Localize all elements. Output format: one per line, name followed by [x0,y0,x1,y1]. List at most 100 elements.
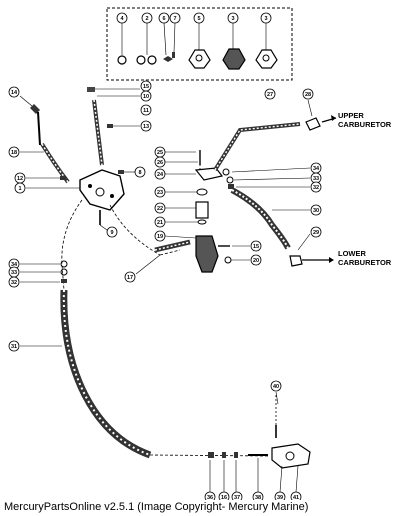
callout-24: 24 [154,168,166,180]
svg-text:26: 26 [157,160,163,166]
svg-text:38: 38 [255,495,261,500]
svg-text:15: 15 [253,244,259,250]
svg-text:13: 13 [143,124,149,130]
callout-34b: 34 [310,162,322,174]
callout-10: 10 [140,90,152,102]
callout-40: 40 [270,380,282,392]
svg-text:29: 29 [313,230,319,236]
callout-36-bottom: 36 [204,491,216,500]
callout-16-bottom: 16 [218,491,230,500]
svg-text:40: 40 [273,384,279,390]
svg-text:18: 18 [11,150,17,156]
svg-text:5: 5 [197,16,200,22]
svg-text:32: 32 [313,185,319,191]
svg-text:34: 34 [11,262,18,268]
callout-8: 8 [134,166,146,178]
callout-33a: 33 [8,266,20,278]
svg-text:33: 33 [313,176,319,182]
svg-text:20: 20 [253,258,259,264]
lower-carburetor-label-line2: CARBURETOR [338,258,392,267]
callout-20: 20 [250,254,262,266]
svg-text:32: 32 [11,280,17,286]
part-2-gaskets [147,55,157,65]
callout-13: 13 [140,120,152,132]
callout-2: 2 [141,12,153,24]
callout-19: 19 [154,230,166,242]
copyright-footer: MercuryPartsOnline v2.5.1 (Image Copyrig… [4,501,309,513]
svg-text:21: 21 [157,220,163,226]
callout-7: 7 [169,12,181,24]
upper-carburetor-label-line2: CARBURETOR [338,120,392,129]
svg-text:34: 34 [313,166,320,172]
callout-22: 22 [154,202,166,214]
callout-41-bottom: 41 [290,491,302,500]
callout-21: 21 [154,216,166,228]
callout-9: 9 [106,226,118,238]
svg-text:31: 31 [11,344,17,350]
callout-30: 30 [310,204,322,216]
callout-33b: 33 [310,172,322,184]
svg-text:16: 16 [221,495,227,500]
fuel-filter-stack [135,150,250,275]
svg-text:27: 27 [267,92,273,98]
svg-text:11: 11 [143,108,149,114]
svg-text:23: 23 [157,190,163,196]
callout-39-bottom: 39 [274,491,286,500]
callout-23: 23 [154,186,166,198]
callout-38-bottom: 38 [252,491,264,500]
callout-34a: 34 [8,258,20,270]
svg-text:39: 39 [277,495,283,500]
pump-area-parts [19,87,181,291]
callout-15: 15 [140,80,152,92]
svg-text:12: 12 [17,176,23,182]
part-3-plate [222,48,246,70]
svg-text:2: 2 [145,16,148,22]
callout-3b: 3 [260,12,272,24]
callout-32a: 32 [8,276,20,288]
callout-1: 1 [14,182,26,194]
lower-carburetor-label-line1: LOWER [338,249,366,258]
svg-text:28: 28 [305,92,311,98]
svg-text:33: 33 [11,270,17,276]
part-4-washer [117,55,127,65]
callout-6: 6 [158,12,170,24]
svg-text:3: 3 [231,16,234,22]
part-6-valve [163,56,173,62]
svg-text:22: 22 [157,206,163,212]
callout-25: 25 [154,146,166,158]
svg-text:6: 6 [162,16,165,22]
inset-kit-box: 4 2 6 7 5 3 3 [106,7,293,81]
part-7-spring [172,52,175,58]
svg-text:36: 36 [207,495,213,500]
callout-14: 14 [8,86,20,98]
svg-text:37: 37 [234,495,240,500]
svg-text:4: 4 [120,16,124,22]
callout-27: 27 [264,88,276,100]
callout-15b: 15 [250,240,262,252]
callout-12: 12 [14,172,26,184]
svg-text:3: 3 [264,16,267,22]
callout-31: 31 [8,340,20,352]
carburetor-lines [213,99,337,267]
svg-text:19: 19 [157,234,163,240]
svg-text:41: 41 [293,495,299,500]
callout-3a: 3 [227,12,239,24]
callout-29: 29 [310,226,322,238]
callout-28: 28 [302,88,314,100]
svg-text:9: 9 [110,230,113,236]
callout-18: 18 [8,146,20,158]
svg-text:10: 10 [143,94,149,100]
svg-text:15: 15 [143,84,149,90]
part-5-diaphragm [188,49,211,69]
upper-carburetor-label-line1: UPPER [338,111,364,120]
callout-5: 5 [193,12,205,24]
callout-26: 26 [154,156,166,168]
svg-text:25: 25 [157,150,163,156]
callout-4: 4 [116,12,128,24]
svg-text:24: 24 [157,172,164,178]
svg-text:8: 8 [138,170,141,176]
main-fuel-hose [20,260,311,493]
svg-text:7: 7 [173,16,176,22]
svg-text:14: 14 [11,90,18,96]
svg-text:1: 1 [18,186,21,192]
